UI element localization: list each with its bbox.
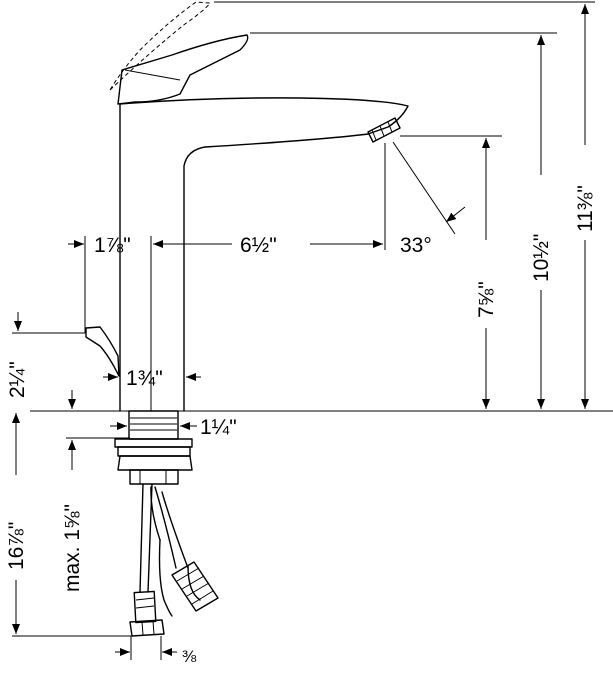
extension-lines [12,1,595,660]
dim-10-1-2-label: 10½" [530,234,553,282]
dim-2-1-4-label: 2¼" [6,361,29,398]
spray-angle-line [392,141,456,235]
dim-1-7-8-label: 1⅞" [94,234,131,257]
supply-hoses [129,483,219,637]
dim-7-5-8-label: 7⅝" [475,281,498,318]
dimension-labels: 1⅞" 6½" 33° 1¾" 1¼" ⅜ 7⅝" 10½" 11⅜" 2¼" … [5,185,597,666]
dim-1-3-4-label: 1¾" [126,367,163,390]
dim-33-label: 33° [400,234,432,257]
dim-16-7-8-label: 16⅞" [5,522,28,570]
dim-11-3-8-label: 11⅜" [574,185,597,232]
dim-max-1-5-8-label: max. 1⅝" [61,504,84,592]
dim-1-1-4-label: 1¼" [200,416,237,439]
faucet-body [85,1,409,412]
mounting-hardware [114,410,193,485]
dim-3-8-label: ⅜ [182,647,197,666]
dim-6-1-2-label: 6½" [240,234,277,257]
dimension-lines [12,4,589,656]
spray-angle-arrow [445,206,466,223]
